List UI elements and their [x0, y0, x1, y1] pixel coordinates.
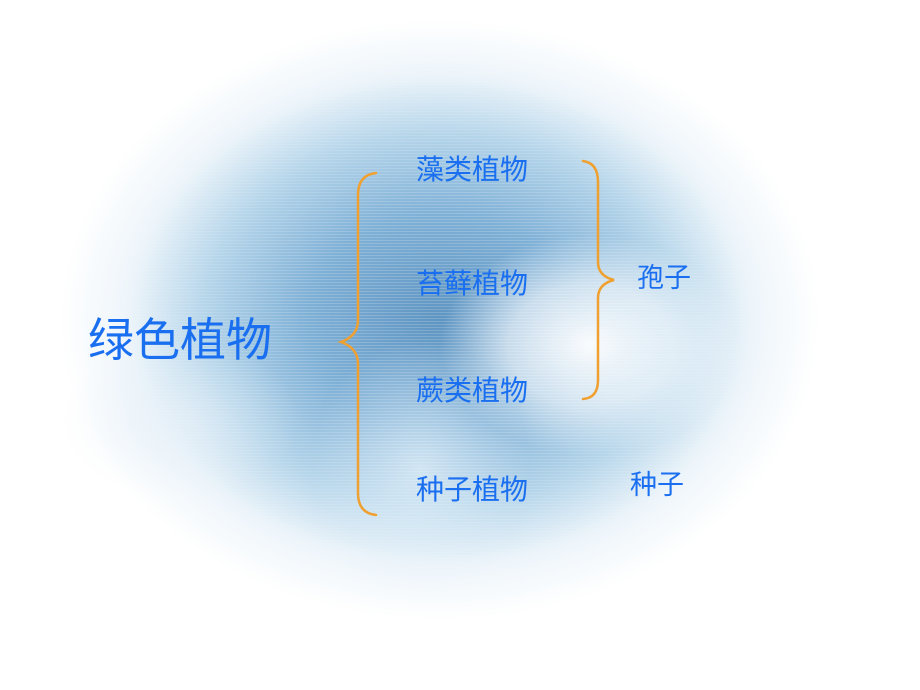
left-brace: [337, 171, 378, 517]
reproduction-seeds: 种子: [630, 470, 684, 501]
category-seed-plants: 种子植物: [416, 473, 529, 506]
right-brace: [581, 159, 615, 401]
root-label-green-plants: 绿色植物: [88, 313, 272, 367]
reproduction-spores: 孢子: [637, 263, 691, 294]
category-ferns: 蕨类植物: [416, 374, 529, 407]
category-algae: 藻类植物: [416, 153, 529, 186]
category-bryophytes: 苔藓植物: [416, 267, 529, 300]
